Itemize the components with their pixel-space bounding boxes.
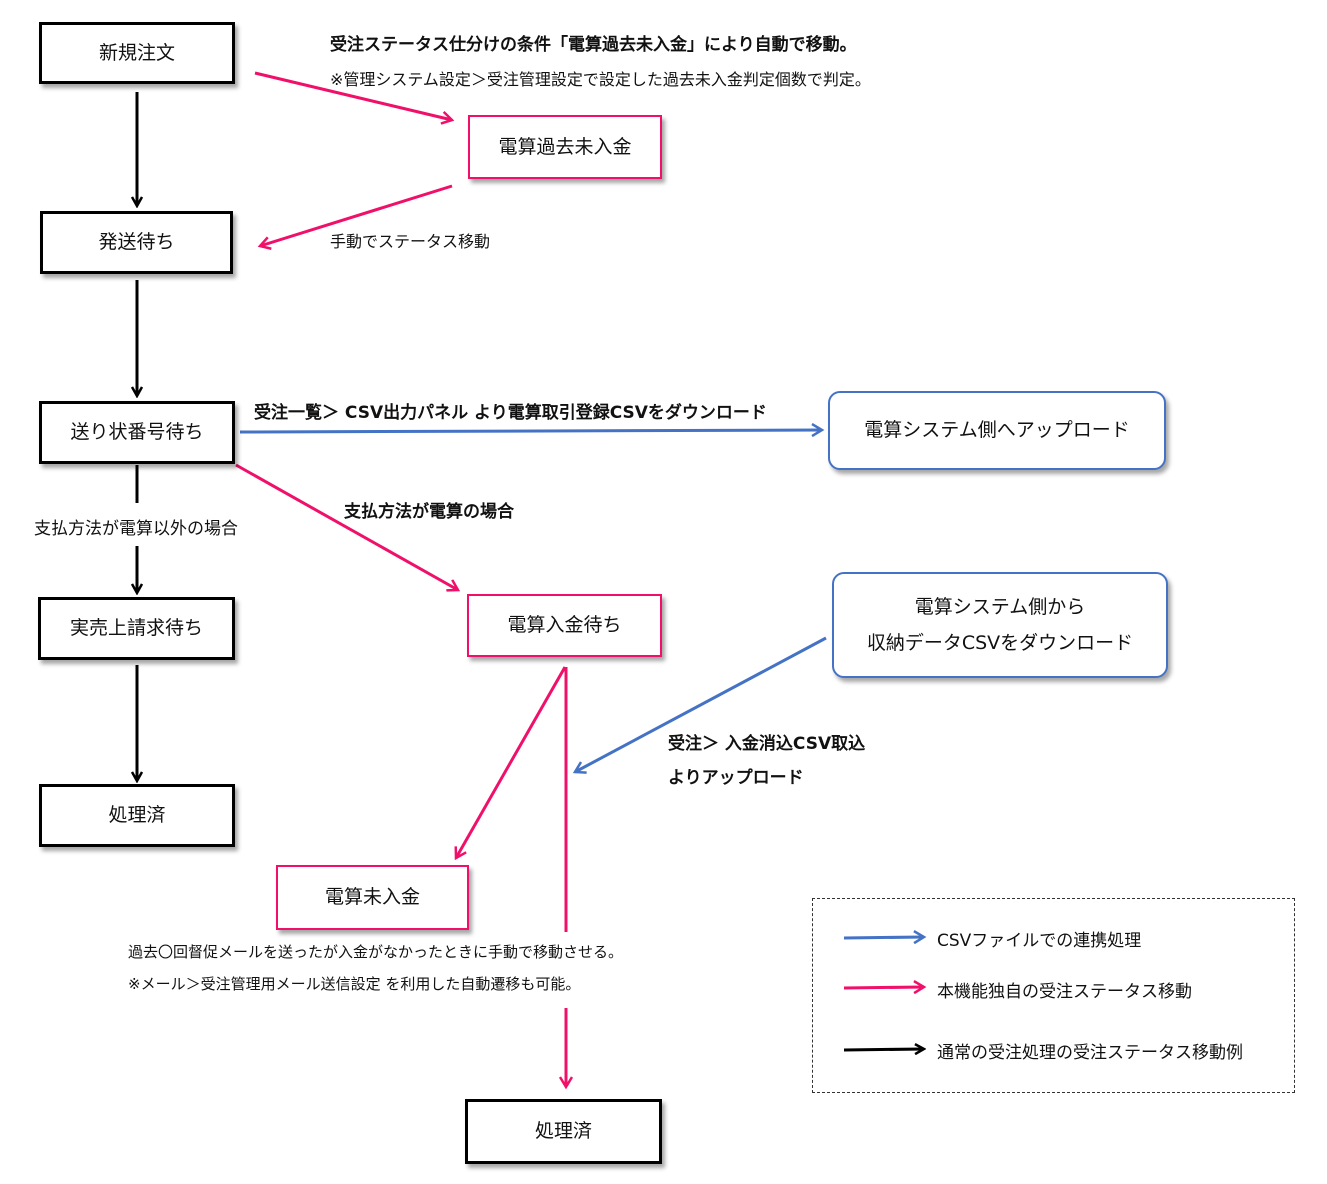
node-label: 電算未入金 (324, 886, 420, 909)
node-shori-zumi-left: 処理済 (39, 784, 235, 847)
arrow-download-to-nyukin (575, 636, 827, 772)
node-densan-nyukin-machi: 電算入金待ち (467, 594, 662, 657)
node-label: 電算過去未入金 (498, 135, 632, 158)
node-jitsuuri-seikyu: 実売上請求待ち (38, 597, 235, 660)
legend-item-csv: CSVファイルでの連携処理 (937, 931, 1142, 951)
node-label: 送り状番号待ち (70, 421, 204, 444)
legend-item-black: 通常の受注処理の受注ステータス移動例 (937, 1043, 1243, 1063)
node-densan-minyukin: 電算未入金 (276, 865, 469, 930)
node-label: 処理済 (108, 804, 166, 827)
node-label: 電算入金待ち (507, 614, 622, 637)
node-label-line2: 収納データCSVをダウンロード (866, 632, 1134, 654)
node-shori-zumi-bottom: 処理済 (465, 1099, 662, 1164)
arrow-okurijo-to-upload (239, 430, 822, 432)
csv-download-label: 受注一覧＞ CSV出力パネル より電算取引登録CSVをダウンロード (254, 403, 767, 423)
legend-arrow-pink (843, 987, 924, 988)
node-upload-densan: 電算システム側へアップロード (828, 391, 1166, 470)
legend-arrow-black (843, 1049, 924, 1050)
legend: CSVファイルでの連携処理 本機能独自の受注ステータス移動 通常の受注処理の受注… (812, 898, 1295, 1093)
upload-label-line1: 受注＞ 入金消込CSV取込 (668, 734, 866, 754)
non-densan-label: 支払方法が電算以外の場合 (34, 519, 238, 539)
manual-move-label: 手動でステータス移動 (330, 232, 491, 251)
legend-item-pink: 本機能独自の受注ステータス移動 (937, 982, 1192, 1002)
arrow-nyukin-to-minyukin (456, 666, 567, 858)
auto-move-title: 受注ステータス仕分けの条件「電算過去未入金」により自動で移動。 (330, 35, 857, 55)
node-label: 電算システム側へアップロード (864, 419, 1130, 442)
legend-arrow-blue (843, 937, 924, 938)
auto-move-note: ※管理システム設定＞受注管理設定で設定した過去未入金判定個数で判定。 (330, 70, 871, 89)
minyukin-note-1: 過去〇回督促メールを送ったが入金がなかったときに手動で移動させる。 (128, 943, 624, 961)
node-densan-kako-minyukin: 電算過去未入金 (468, 115, 662, 179)
node-label: 新規注文 (98, 41, 175, 64)
arrow-okurijo-to-densan-nyukin (235, 463, 458, 590)
node-hassou-machi: 発送待ち (40, 211, 233, 274)
node-label: 実売上請求待ち (69, 617, 203, 640)
upload-label-line2: よりアップロード (668, 768, 804, 788)
densan-case-label: 支払方法が電算の場合 (344, 502, 514, 522)
arrow-shinki-to-densan-kako (254, 71, 452, 120)
node-download-densan: 電算システム側から 収納データCSVをダウンロード (832, 572, 1168, 678)
arrow-densan-kako-to-hassou (260, 184, 453, 246)
node-label: 処理済 (534, 1120, 592, 1143)
node-shinki-chumon: 新規注文 (39, 22, 235, 84)
minyukin-note-2: ※メール＞受注管理用メール送信設定 を利用した自動遷移も可能。 (128, 975, 581, 993)
node-label-line1: 電算システム側から (914, 595, 1086, 618)
node-label: 発送待ち (98, 231, 175, 254)
node-okurijo-machi: 送り状番号待ち (39, 401, 235, 464)
